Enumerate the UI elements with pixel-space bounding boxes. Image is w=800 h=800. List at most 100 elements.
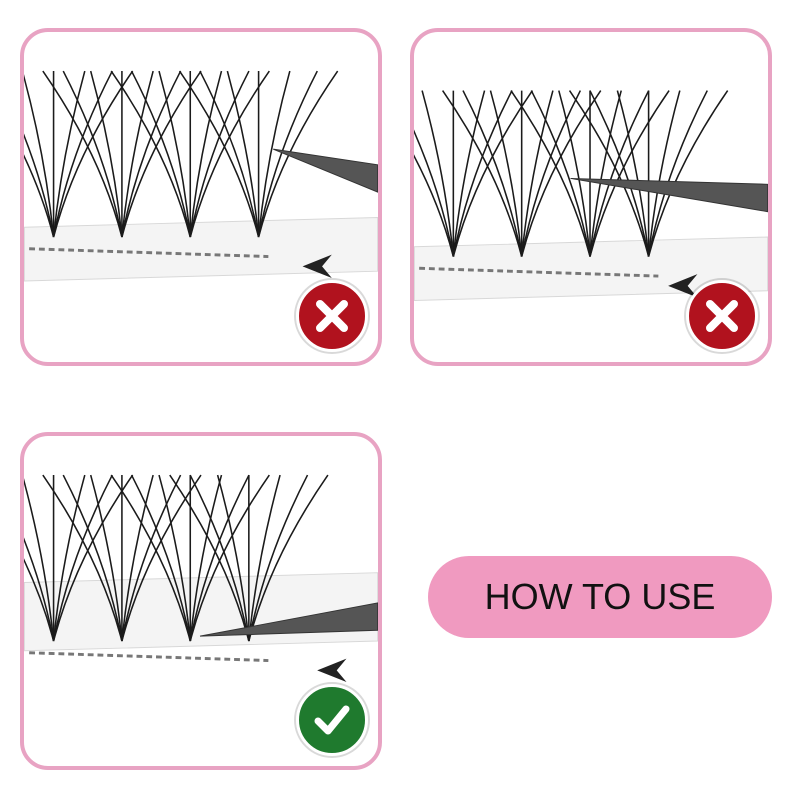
lash-strand [24,558,55,642]
lash-strand [121,70,202,238]
lash-strand [121,474,154,642]
lash-strand [414,154,455,257]
lash-strand [42,70,123,238]
lash-strand [248,474,329,642]
lash-strand [189,474,250,642]
lash-strand [52,474,86,642]
lash-strand [89,474,123,642]
lash-strand [589,90,622,257]
glue-line [29,247,269,259]
lash-strand [110,70,192,238]
lash-strand [452,90,486,257]
x-mark-icon [706,300,738,332]
lash-strand [589,90,670,257]
lash-strand [130,474,192,642]
arrow-marker [302,254,332,279]
lash-strand [42,474,123,642]
lash-fan [24,70,134,238]
lash-strand [24,133,55,238]
lash-strand [520,90,554,257]
wrong-badge [296,280,368,352]
wrong-badge [686,280,758,352]
lash-strand [158,70,192,238]
lash-strand [62,474,123,642]
lash-strand [520,90,602,257]
glue-line [29,651,269,663]
lash-strand [52,70,134,238]
lash-strand [199,70,260,238]
lash-strand [616,90,650,257]
lash-strand [248,474,281,642]
lash-strand [568,90,650,257]
lash-strand [52,70,113,238]
lash-fan [414,90,534,257]
lash-strand [121,474,202,642]
check-mark-icon [314,705,350,735]
tweezer [199,602,378,637]
lash-strand [421,90,455,257]
lash-strand [257,70,318,238]
lash-strand [52,474,113,642]
lash-strand [178,70,260,238]
example-panel-wrong-2 [410,28,772,366]
lash-strand [189,70,250,238]
lash-strand [520,90,582,257]
lash-strand [169,474,250,642]
lash-fan [24,474,134,642]
lash-strand [414,129,455,257]
lash-strand [52,474,134,642]
lash-strand [121,474,182,642]
how-to-use-label: HOW TO USE [428,556,772,638]
lash-strand [52,70,86,238]
lash-strand [510,90,591,257]
lash-strand [89,70,123,238]
correct-badge [296,684,368,756]
lash-fan [110,474,270,642]
lash-fan [110,70,270,238]
lash-strand [462,90,523,257]
lash-strand [121,70,154,238]
lash-strand [226,70,260,238]
tweezer [273,148,378,193]
lash-strand [62,70,123,238]
lash-strand [452,90,513,257]
lash-strand [216,474,250,642]
lash-strand [558,90,591,257]
lash-strand [647,90,681,257]
lash-strand [189,474,250,642]
lash-strand [24,154,55,238]
lash-strand [189,474,270,642]
example-panel-wrong-1 [20,28,382,366]
lash-fan [441,90,602,257]
lash-strand [189,70,270,238]
lash-strand [441,90,523,257]
lash-strand [452,90,534,257]
lash-tray-illustration [24,70,378,282]
lash-strand [647,90,729,257]
lash-fan [42,70,202,238]
lash-fan [178,70,339,238]
lash-strand [530,90,591,257]
example-panel-correct [20,432,382,770]
lash-strand [489,90,523,257]
glue-line [419,266,659,278]
lash-strand [647,90,708,257]
lash-strand [110,474,192,642]
lash-strand [589,90,650,257]
lash-strand [24,478,55,642]
lash-strand [158,474,192,642]
lash-strand [24,74,55,238]
lash-strand [24,537,55,642]
arrow-marker [668,274,698,298]
lash-strand [121,70,182,238]
lash-tray-illustration [414,90,768,301]
x-mark-icon [316,300,348,332]
lash-strand [257,70,291,238]
tweezer [570,177,768,213]
arrow-marker [317,658,347,683]
lash-strand [589,90,650,257]
lash-tray-illustration [24,474,378,683]
lash-fan [169,474,329,642]
lash-strand [248,474,309,642]
lash-fan [42,474,202,642]
